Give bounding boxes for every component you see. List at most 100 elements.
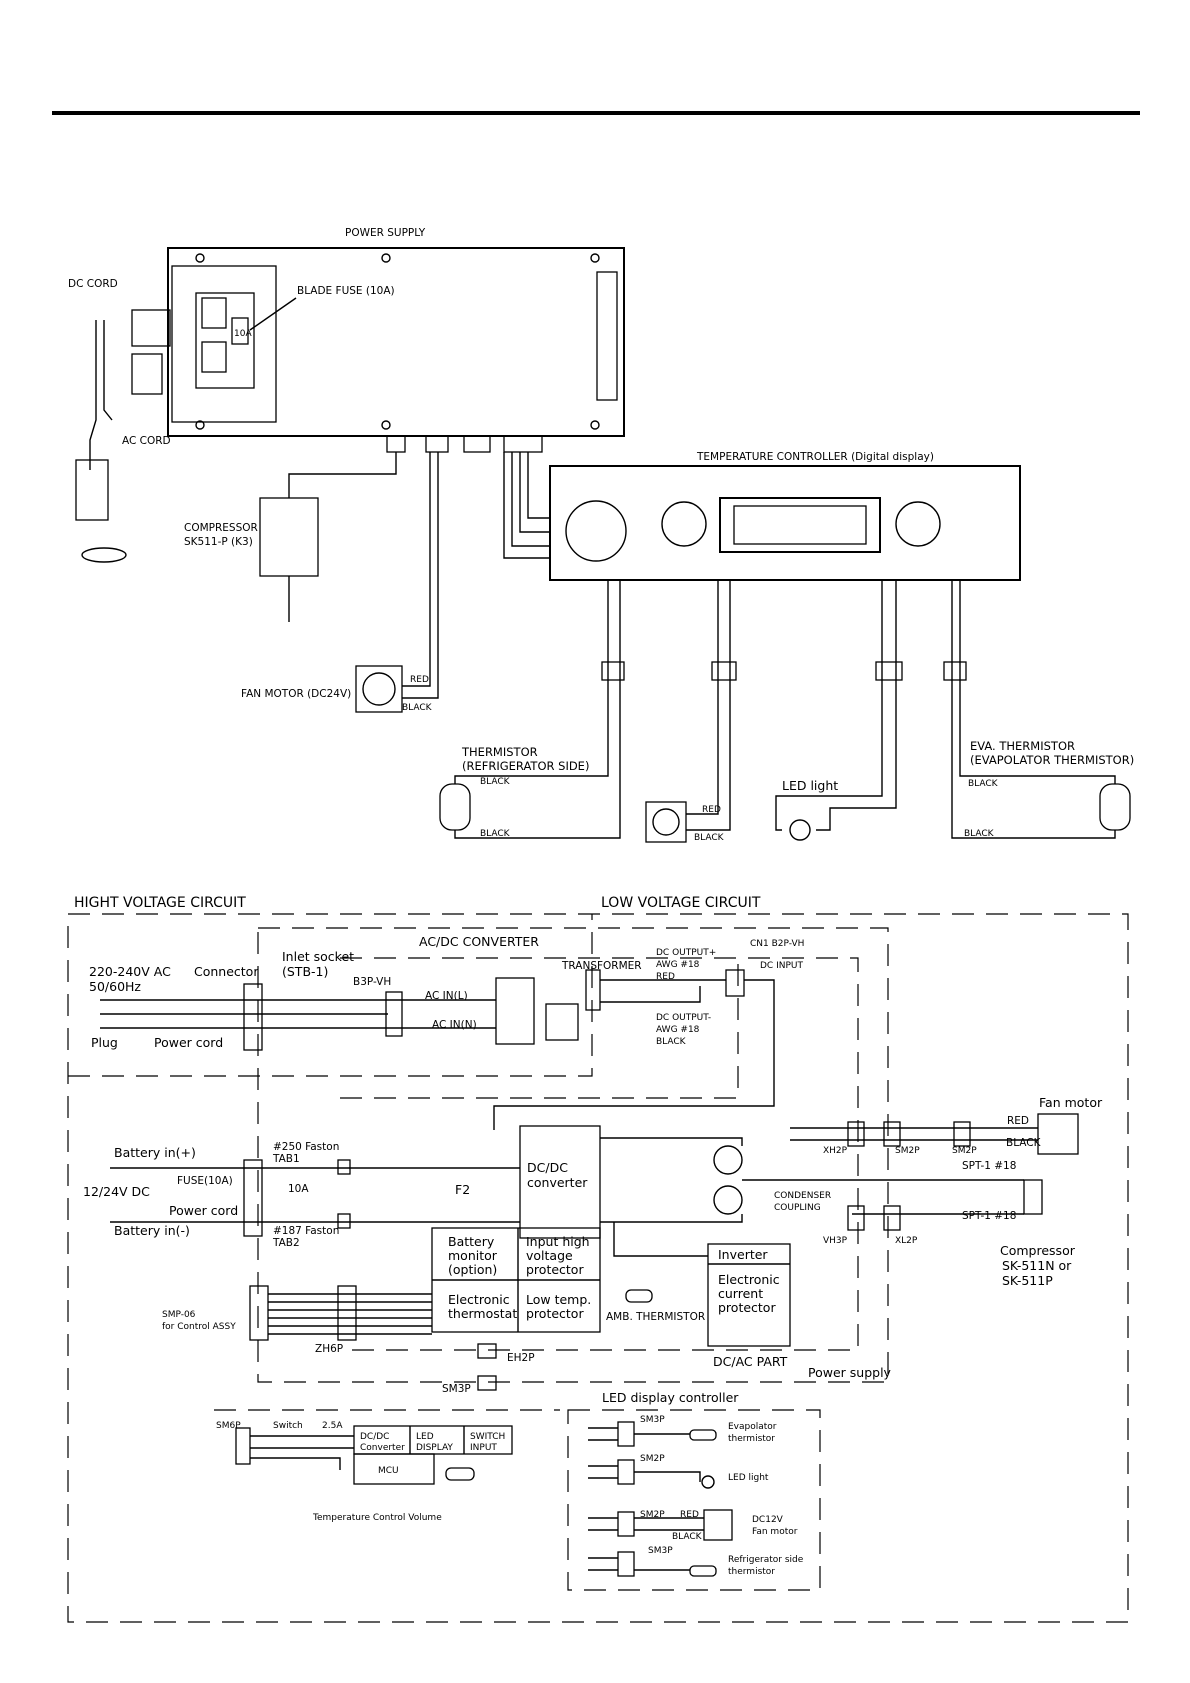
smp06-connector	[249, 1285, 269, 1341]
inlet-top	[201, 297, 227, 329]
transistor-icon	[713, 1145, 743, 1175]
control-lines	[250, 1435, 354, 1470]
inlet-label-2: (STB-1)	[282, 964, 328, 979]
elec-current-3: protector	[718, 1300, 776, 1315]
led-wire	[816, 580, 897, 831]
high-voltage-title: HIGHT VOLTAGE CIRCUIT	[74, 895, 246, 911]
temp-controller-title: TEMPERATURE CONTROLLER (Digital display)	[696, 451, 934, 463]
ctrl-dcdc-1: DC/DC	[360, 1432, 389, 1442]
refr-2: thermistor	[728, 1567, 775, 1577]
eva-black-1: BLACK	[968, 779, 999, 789]
xh2p-label: XH2P	[823, 1146, 848, 1156]
led-display-1: LED	[416, 1432, 434, 1442]
inlet-bottom	[201, 341, 227, 373]
evap-lines	[588, 1427, 690, 1441]
dc-out-pos-3: RED	[656, 972, 675, 982]
high-voltage-frame	[68, 914, 593, 1077]
compressor-3: SK-511P	[1002, 1273, 1053, 1288]
ac-in-n: AC IN(N)	[432, 1019, 477, 1031]
switch-label: Switch	[273, 1421, 303, 1431]
connector-box	[711, 661, 737, 681]
compressor-wire	[288, 452, 397, 498]
connector-box	[847, 1121, 865, 1147]
ac-supply-freq: 50/60Hz	[89, 979, 141, 994]
refr-1: Refrigerator side	[728, 1555, 804, 1565]
ac-cord-plug	[131, 353, 163, 395]
power-cord-2: Power cord	[169, 1203, 238, 1218]
transistor-icon	[713, 1185, 743, 1215]
inverter-label: Inverter	[718, 1247, 768, 1262]
faston250-1: #250 Faston	[273, 1141, 339, 1153]
controller-wire	[511, 452, 550, 547]
outer-frame	[67, 913, 1129, 1623]
plug-label: Plug	[91, 1035, 118, 1050]
xl2p-label: XL2P	[895, 1236, 918, 1246]
transformer-label: TRANSFORMER	[561, 960, 642, 972]
dcdc-converter-box	[519, 1125, 601, 1239]
input-high-3: protector	[526, 1262, 584, 1277]
compressor-1: Compressor	[1000, 1243, 1076, 1258]
spt1-b-label: SPT-1 #18	[962, 1210, 1016, 1222]
ac-supply-label: 220-240V AC	[89, 964, 171, 979]
inverter-lines	[600, 1137, 852, 1223]
amb-thermistor-symbol	[625, 1289, 653, 1303]
c-black-label: BLACK	[672, 1532, 703, 1542]
sm3p-label: SM3P	[442, 1383, 471, 1395]
smp06-2: for Control ASSY	[162, 1322, 236, 1332]
eva-thermistor-symbol	[1099, 783, 1131, 831]
connector-box	[883, 1205, 901, 1231]
eh2p-label: EH2P	[507, 1352, 535, 1364]
fan-wire	[402, 452, 439, 699]
power-supply-title: POWER SUPPLY	[345, 227, 426, 239]
battery-neg-label: Battery in(-)	[114, 1223, 190, 1238]
fan-red-label: RED	[410, 675, 429, 685]
temp-controller-box	[549, 465, 1021, 581]
fan-motor-label: Fan motor	[1039, 1095, 1103, 1110]
battery-monitor-1: Battery	[448, 1234, 495, 1249]
c-sm3p-2-label: SM3P	[648, 1546, 673, 1556]
refr-thermistor-symbol	[689, 1565, 717, 1577]
screw-icon	[590, 420, 600, 430]
fan-icon	[362, 672, 396, 706]
condenser-2: COUPLING	[774, 1203, 821, 1213]
screw-icon	[195, 420, 205, 430]
smp06-1: SMP-06	[162, 1310, 196, 1320]
connector-box	[847, 1205, 865, 1231]
connector-box	[503, 435, 543, 453]
dcac-frame	[340, 957, 859, 1351]
dc-input-label: DC INPUT	[760, 961, 803, 971]
led-light-label: LED light	[782, 778, 838, 793]
dc12-2: Fan motor	[752, 1527, 798, 1537]
compressor-coil	[1023, 1179, 1043, 1215]
sm2p-b-label: SM2P	[952, 1146, 977, 1156]
connector-box	[617, 1551, 635, 1577]
elec-thermo-1: Electronic	[448, 1292, 510, 1307]
bridge-rectifier	[495, 977, 535, 1045]
cord-wire	[103, 320, 113, 421]
c-led-light: LED light	[728, 1473, 769, 1483]
switch-input-1: SWITCH	[470, 1432, 505, 1442]
compressor-box	[259, 497, 319, 577]
transformer-symbol	[585, 969, 601, 1011]
controller-button	[895, 501, 941, 547]
vh3p-label: VH3P	[823, 1236, 848, 1246]
zh6p-connector	[337, 1285, 357, 1341]
led-ctrl-title: LED display controller	[602, 1390, 739, 1405]
dc-cord-plug	[131, 309, 171, 347]
fan2-red: RED	[702, 805, 721, 815]
dc-out-neg-3: BLACK	[656, 1037, 687, 1047]
faston250-2: TAB1	[272, 1153, 300, 1165]
connector-box	[943, 661, 967, 681]
cigarette-plug	[75, 459, 109, 521]
ctrl-dcdc-2: Converter	[360, 1443, 405, 1453]
screw-icon	[381, 420, 391, 430]
b3p-label: B3P-VH	[353, 976, 391, 988]
blade-fuse-symbol	[231, 317, 249, 345]
zh6p-label: ZH6P	[315, 1343, 343, 1355]
fan2-wire	[686, 580, 731, 831]
eva-wire	[959, 580, 1116, 784]
fan2-black: BLACK	[694, 833, 725, 843]
input-high-1: Input high	[526, 1234, 590, 1249]
switch-input-2: INPUT	[470, 1443, 497, 1453]
elec-thermo-2: thermostat	[448, 1306, 517, 1321]
